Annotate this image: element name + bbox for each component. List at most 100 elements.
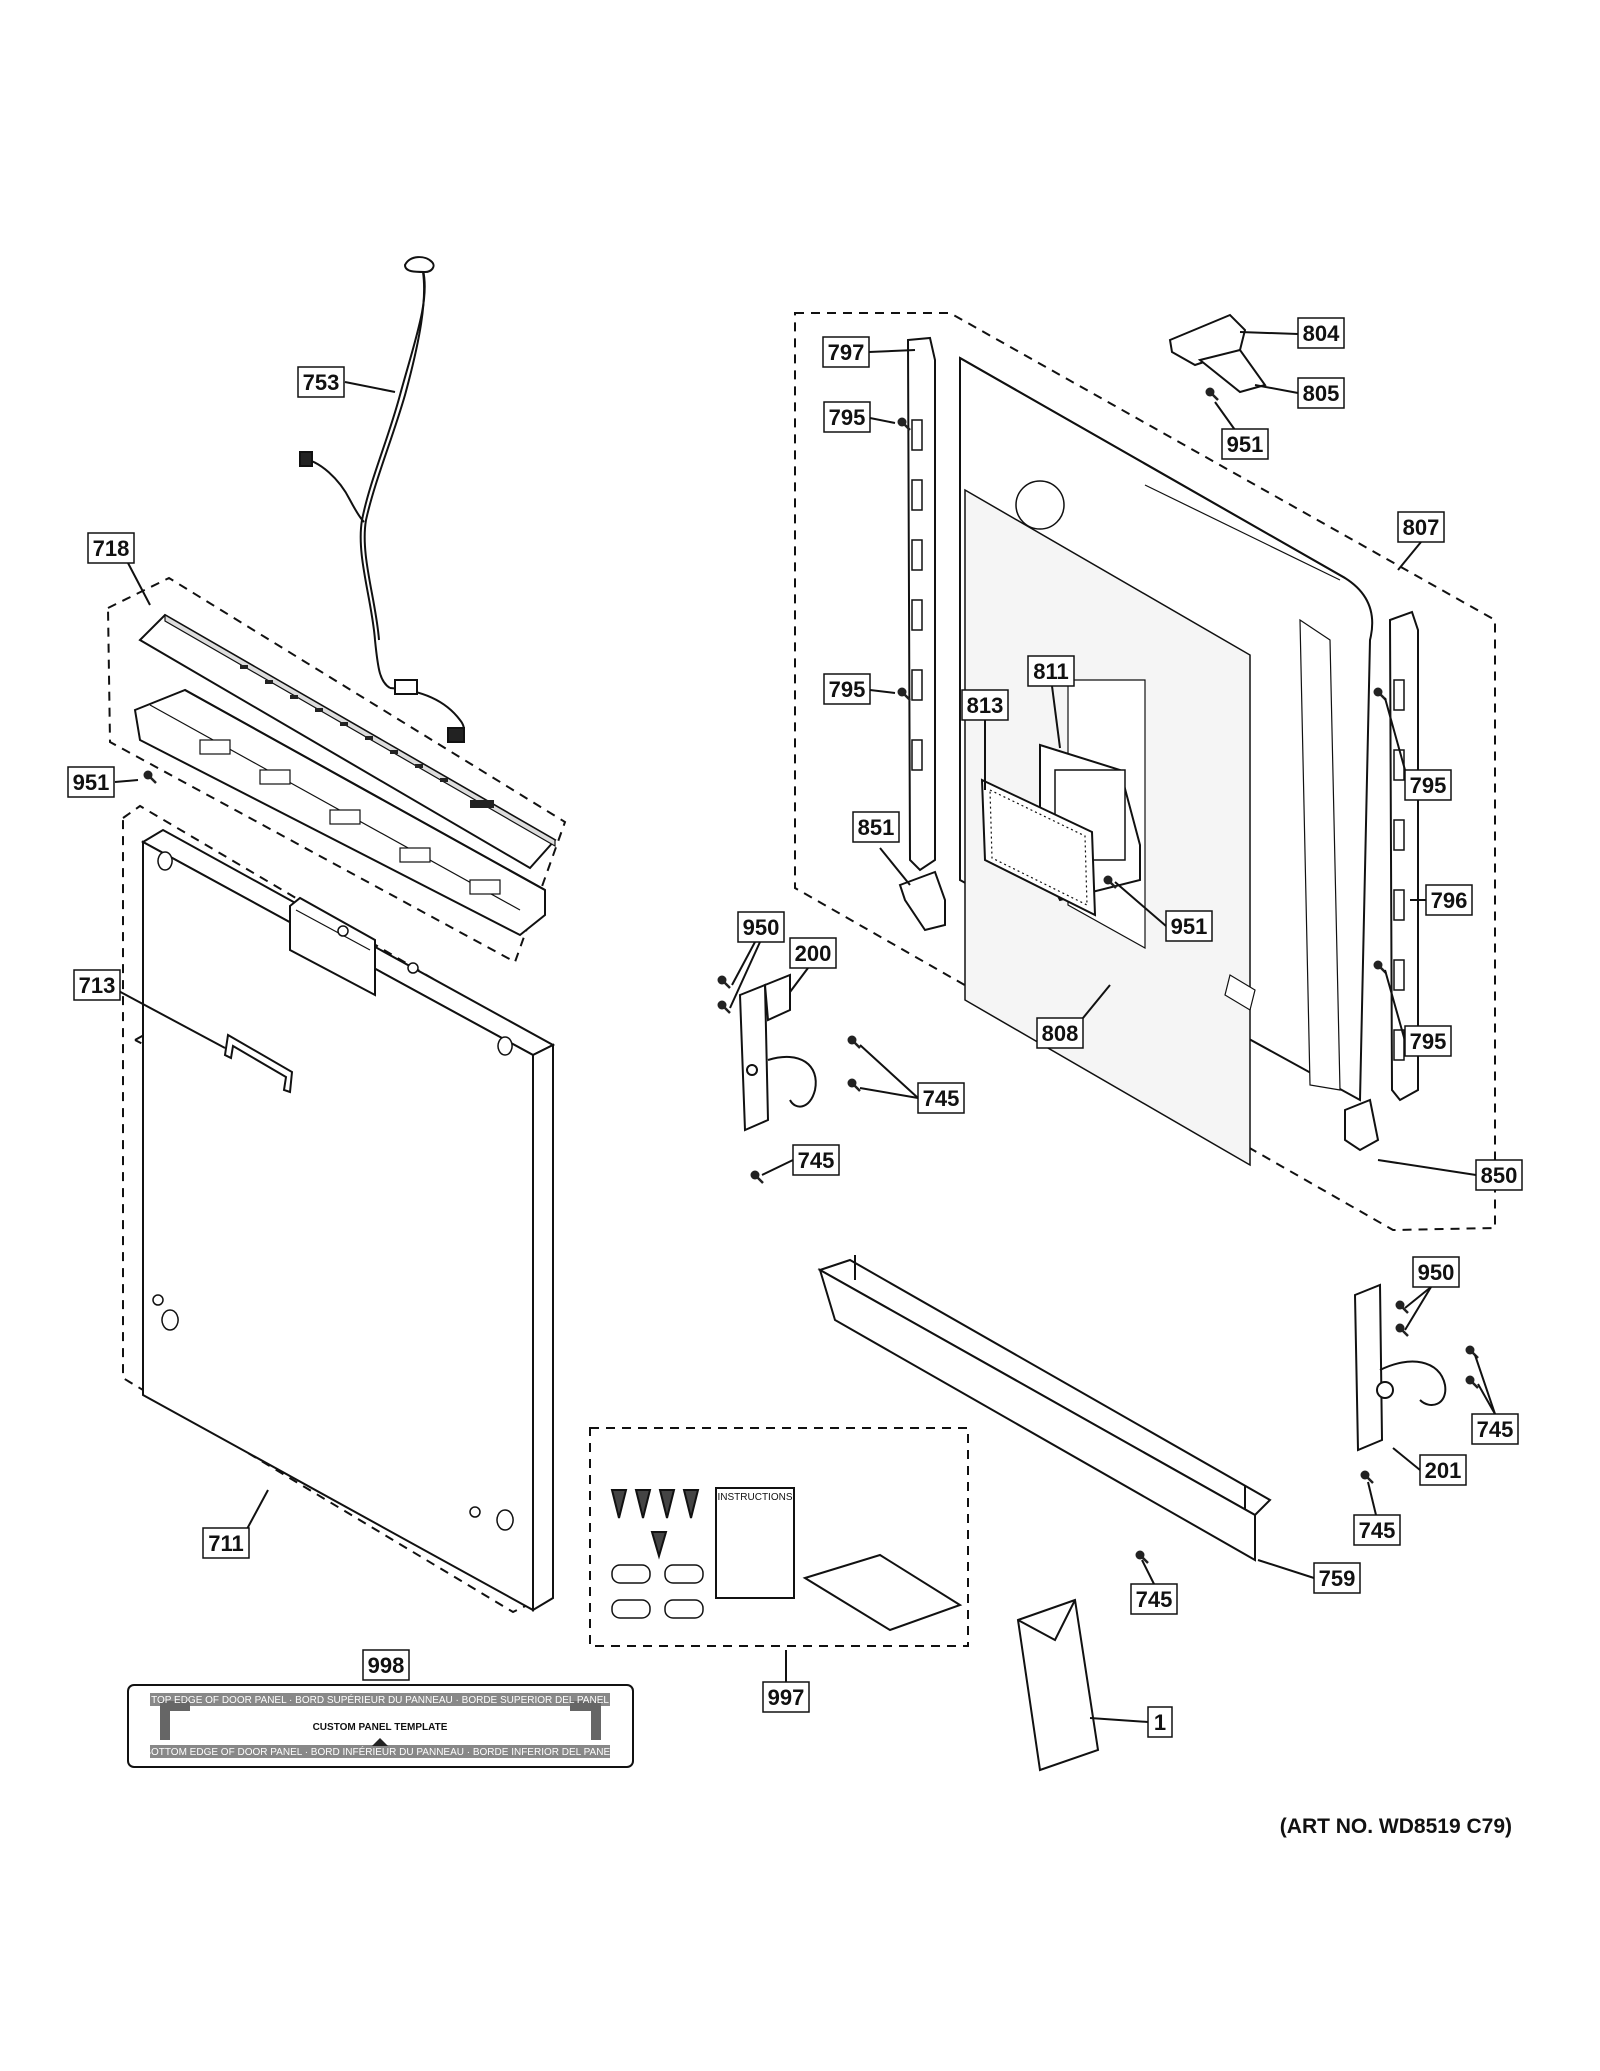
callout-795-top: 795 (823, 401, 871, 433)
svg-text:795: 795 (829, 405, 866, 430)
callout-951-mid: 951 (1165, 910, 1213, 942)
callout-745-c: 745 (1471, 1413, 1519, 1445)
callout-808: 808 (1036, 1017, 1084, 1049)
svg-text:851: 851 (858, 815, 895, 840)
svg-text:805: 805 (1303, 381, 1340, 406)
callout-200: 200 (789, 937, 837, 969)
hinge-201 (1353, 1283, 1447, 1452)
svg-text:745: 745 (1477, 1417, 1514, 1442)
callout-795-mid: 795 (823, 673, 871, 705)
bracket-parts (898, 313, 1380, 1152)
callout-795-right-1: 795 (1404, 769, 1452, 801)
callout-813: 813 (961, 689, 1009, 721)
leader-lines (112, 331, 1496, 1723)
callout-713: 713 (73, 969, 121, 1001)
svg-text:795: 795 (829, 677, 866, 702)
toe-kick-759 (817, 1255, 1272, 1562)
kit-clips (611, 1564, 704, 1619)
callout-711: 711 (202, 1527, 250, 1559)
callout-718: 718 (87, 532, 135, 564)
kit-instructions-label: INSTRUCTIONS (718, 1492, 793, 1503)
callout-745-e: 745 (1130, 1583, 1178, 1615)
callout-805: 805 (1297, 377, 1345, 409)
svg-text:813: 813 (967, 693, 1004, 718)
svg-text:745: 745 (798, 1148, 835, 1173)
svg-text:951: 951 (73, 770, 110, 795)
template-top-edge-text: TOP EDGE OF DOOR PANEL · BORD SUPÉRIEUR … (151, 1693, 609, 1706)
group-outline-install-kit (589, 1427, 969, 1647)
callout-795-right-2: 795 (1404, 1025, 1452, 1057)
template-title: CUSTOM PANEL TEMPLATE (313, 1722, 448, 1733)
control-panel-assembly (133, 613, 557, 937)
bracket-851 (898, 870, 946, 932)
left-side-rail (906, 336, 936, 872)
install-kit-contents (610, 1487, 963, 1632)
kit-screws (610, 1489, 700, 1560)
inner-door (959, 356, 1374, 1167)
bracket-850 (1344, 1098, 1380, 1152)
svg-text:711: 711 (208, 1531, 244, 1556)
svg-text:795: 795 (1410, 1029, 1447, 1054)
outer-door-panel (140, 828, 556, 1612)
callout-753: 753 (297, 366, 345, 398)
callout-807: 807 (1397, 511, 1445, 543)
template-bottom-edge-text: BOTTOM EDGE OF DOOR PANEL · BORD INFÉRIE… (144, 1745, 616, 1758)
callout-797: 797 (822, 336, 870, 368)
svg-text:745: 745 (1136, 1587, 1173, 1612)
group-outline-inner-door (794, 312, 1496, 1232)
svg-text:804: 804 (1303, 321, 1340, 346)
svg-text:808: 808 (1042, 1021, 1079, 1046)
svg-text:745: 745 (923, 1086, 960, 1111)
kit-template-card (802, 1553, 963, 1632)
svg-text:1: 1 (1154, 1710, 1166, 1735)
callout-850: 850 (1475, 1159, 1523, 1191)
callout-851: 851 (852, 811, 900, 843)
latch-805 (1197, 348, 1267, 394)
callout-950-left: 950 (737, 911, 785, 943)
svg-text:850: 850 (1481, 1163, 1518, 1188)
callout-201: 201 (1419, 1454, 1467, 1486)
svg-text:998: 998 (368, 1653, 405, 1678)
svg-text:718: 718 (93, 536, 130, 561)
callout-745-b: 745 (792, 1144, 840, 1176)
svg-text:796: 796 (1431, 888, 1468, 913)
svg-text:811: 811 (1033, 659, 1069, 684)
hinge-200 (738, 973, 817, 1132)
svg-text:713: 713 (79, 973, 116, 998)
svg-text:950: 950 (1418, 1260, 1455, 1285)
callout-998: 998 (362, 1649, 410, 1681)
detergent-dispenser (980, 743, 1141, 917)
svg-text:745: 745 (1359, 1518, 1396, 1543)
callout-804: 804 (1297, 317, 1345, 349)
callout-997: 997 (762, 1681, 810, 1713)
svg-text:201: 201 (1425, 1458, 1462, 1483)
handle-slot (289, 896, 376, 997)
svg-text:950: 950 (743, 915, 780, 940)
svg-text:759: 759 (1319, 1566, 1356, 1591)
callout-951-left: 951 (67, 766, 115, 798)
custom-panel-template (127, 1684, 634, 1768)
callout-745-a: 745 (917, 1082, 965, 1114)
callout-951-top: 951 (1221, 428, 1269, 460)
group-outline-control-panel (106, 576, 567, 964)
svg-text:997: 997 (768, 1685, 805, 1710)
owners-manual (1016, 1598, 1100, 1772)
art-number: (ART NO. WD8519 C79) (1280, 1815, 1512, 1838)
svg-text:797: 797 (828, 340, 865, 365)
svg-text:200: 200 (795, 941, 832, 966)
svg-text:807: 807 (1403, 515, 1440, 540)
callout-759: 759 (1313, 1562, 1361, 1594)
callout-1: 1 (1147, 1706, 1173, 1738)
svg-text:951: 951 (1227, 432, 1264, 457)
right-side-rail (1388, 610, 1419, 1102)
svg-text:795: 795 (1410, 773, 1447, 798)
callout-745-d: 745 (1353, 1514, 1401, 1546)
dispenser-gasket (980, 778, 1097, 917)
door-handle (223, 1033, 294, 1094)
kit-instructions-sheet (715, 1487, 795, 1599)
svg-text:951: 951 (1171, 914, 1208, 939)
svg-text:753: 753 (303, 370, 340, 395)
callout-950-right: 950 (1412, 1256, 1460, 1288)
callout-796: 796 (1425, 884, 1473, 916)
